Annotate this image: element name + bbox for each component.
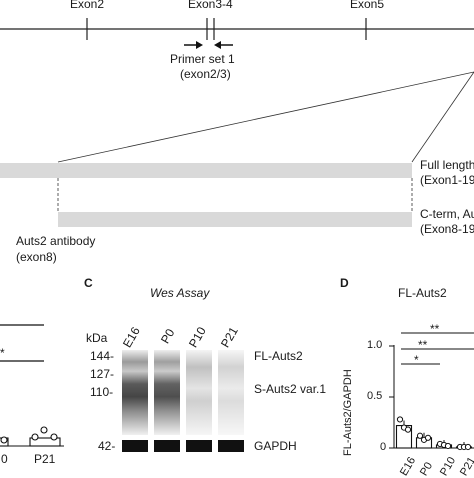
marker-110: 110- [90, 385, 114, 399]
d-ytick-label-05: 0.5 [367, 390, 383, 402]
cterm-bar [58, 212, 412, 227]
gapdh-p10 [186, 440, 212, 452]
cterm-range: (Exon8-19 [420, 222, 474, 236]
panel-c-letter: C [84, 276, 93, 290]
primer-sublabel: (exon2/3) [180, 67, 231, 81]
primer-reverse-arrow [214, 41, 233, 49]
b-sig-star: * [0, 346, 5, 360]
d-point-p10-2 [444, 442, 452, 450]
zoom-line-left [57, 71, 474, 163]
band-label-s: S-Auts2 var.1 [254, 382, 327, 396]
d-point-p21-2 [464, 443, 472, 451]
antibody-exon: (exon8) [16, 250, 57, 264]
marker-127: 127- [90, 367, 115, 381]
marker-42: 42- [98, 439, 116, 453]
antibody-label: Auts2 antibody [16, 234, 96, 248]
wes-title: Wes Assay [150, 286, 209, 300]
wes-blot [122, 350, 244, 452]
d-ylabel: FL-Auts2/GAPDH [342, 369, 354, 456]
lane-p0 [154, 350, 180, 435]
full-length-label: Full length [420, 158, 474, 172]
exon5-label: Exon5 [350, 0, 385, 11]
zoom-line-right [411, 71, 474, 163]
exon3-4-label: Exon3-4 [188, 0, 233, 11]
d-point-p0-2 [424, 434, 432, 441]
d-sig-1: ** [430, 322, 440, 336]
b-xlabel-p21: P21 [34, 452, 56, 466]
gapdh-p21 [218, 440, 244, 452]
lane-e16 [122, 350, 148, 435]
band-label-gapdh: GAPDH [254, 439, 297, 453]
d-sig-3: * [414, 353, 419, 367]
lane-p21 [218, 350, 244, 435]
band-label-fl: FL-Auts2 [254, 349, 303, 363]
d-ytick-label-0: 0 [380, 441, 387, 453]
d-point-p0-0 [416, 432, 424, 439]
primer-label: Primer set 1 [170, 52, 235, 66]
d-point-e16-0 [396, 416, 404, 423]
b-partial-bars [0, 437, 61, 447]
b-partial-points [0, 426, 58, 444]
marker-144: 144- [90, 349, 115, 363]
d-point-e16-2 [404, 426, 412, 433]
full-length-range: (Exon1-19 [420, 173, 474, 187]
fl-auts2-chart [389, 332, 474, 451]
exon2-label: Exon2 [70, 0, 105, 11]
primer-forward-arrow [184, 41, 203, 49]
gapdh-e16 [122, 440, 148, 452]
kda-label: kDa [86, 331, 108, 345]
lane-p10 [186, 350, 212, 435]
gapdh-p0 [154, 440, 180, 452]
full-length-bar [0, 163, 412, 178]
wes-title-text: Wes Assay [150, 286, 210, 300]
d-sig-2: ** [418, 338, 428, 352]
cterm-label: C-term, Au [420, 207, 474, 221]
d-title: FL-Auts2 [398, 286, 447, 300]
b-xlabel-left: 0 [1, 452, 8, 466]
d-ytick-label-1: 1.0 [367, 339, 383, 351]
panel-d-letter: D [340, 276, 349, 290]
